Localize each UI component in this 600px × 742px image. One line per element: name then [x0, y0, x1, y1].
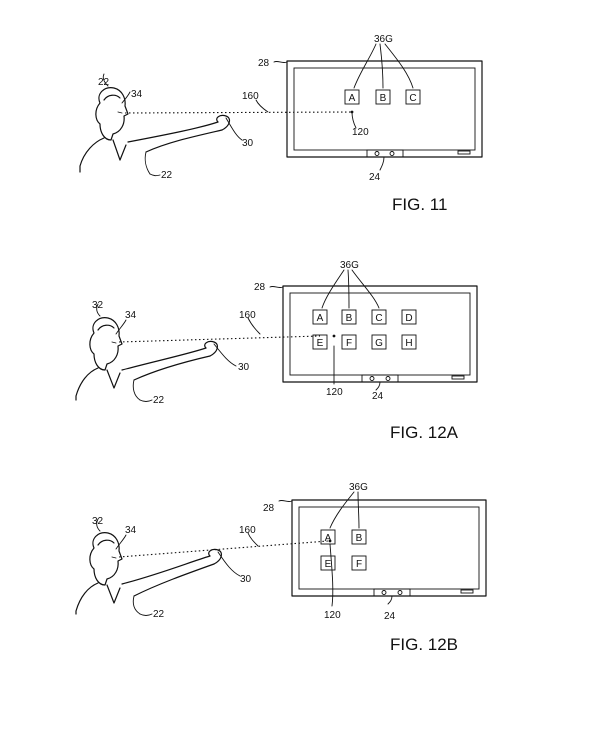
ref-point: 120: [324, 610, 341, 621]
ref-person: 22: [98, 77, 110, 88]
object-key: G: [371, 334, 387, 350]
person-figure: [75, 317, 219, 401]
ref-person: 32: [92, 516, 104, 527]
key-label: F: [356, 559, 362, 570]
key-label: D: [405, 313, 412, 324]
key-label: A: [325, 533, 332, 544]
selectable-objects: A B C: [344, 89, 421, 105]
object-key: A: [312, 309, 328, 325]
key-label: C: [375, 313, 382, 324]
ref-group: 36G: [349, 482, 368, 493]
display-screen: [291, 499, 487, 597]
ref-hand: 30: [238, 362, 250, 373]
key-label: F: [346, 338, 352, 349]
key-label: E: [317, 338, 324, 349]
figure-12a: A B C D E F G H 32 34 160 30 22 28: [75, 260, 478, 442]
key-label: A: [317, 313, 324, 324]
object-key: A: [344, 89, 360, 105]
display-screen: [286, 60, 483, 158]
ref-eye: 34: [125, 310, 137, 321]
object-key: C: [371, 309, 387, 325]
ref-arm: 22: [161, 170, 173, 181]
ref-group: 36G: [374, 34, 393, 45]
leader-lines: [96, 269, 381, 402]
ref-group: 36G: [340, 260, 359, 271]
ref-hand: 30: [242, 138, 254, 149]
sight-line: [118, 540, 329, 558]
ref-arm: 22: [153, 609, 165, 620]
ref-sight-line: 160: [242, 91, 259, 102]
figure-caption: FIG. 11: [392, 195, 447, 214]
object-key: D: [401, 309, 417, 325]
ref-point: 120: [352, 127, 369, 138]
object-key: C: [405, 89, 421, 105]
person-figure: [75, 532, 223, 615]
key-label: H: [405, 338, 412, 349]
sight-line: [118, 335, 321, 343]
key-label: C: [409, 93, 416, 104]
selectable-objects: A B E F: [320, 529, 367, 571]
ref-eye: 34: [125, 525, 137, 536]
object-key: F: [351, 555, 367, 571]
figure-12b: A B E F 32 34 160 30 22 28 36G 120 24 FI…: [75, 482, 487, 654]
ref-point: 120: [326, 387, 343, 398]
person-figure: [79, 87, 231, 175]
object-key: B: [375, 89, 391, 105]
leader-lines: [96, 491, 393, 616]
key-label: G: [375, 338, 383, 349]
ref-screen: 28: [254, 282, 266, 293]
key-label: B: [346, 313, 353, 324]
key-label: B: [356, 533, 363, 544]
figure-caption: FIG. 12A: [390, 423, 459, 442]
ref-sight-line: 160: [239, 310, 256, 321]
ref-sight-line: 160: [239, 525, 256, 536]
figure-11: A B C 22 34: [79, 34, 483, 214]
object-key: F: [341, 334, 357, 350]
object-key: H: [401, 334, 417, 350]
object-key: E: [312, 334, 328, 350]
ref-sensor: 24: [372, 391, 384, 402]
key-label: B: [380, 93, 387, 104]
ref-screen: 28: [263, 503, 275, 514]
key-label: A: [349, 93, 356, 104]
ref-arm: 22: [153, 395, 165, 406]
ref-screen: 28: [258, 58, 270, 69]
ref-person: 32: [92, 300, 104, 311]
object-key: A: [320, 529, 336, 545]
ref-sensor: 24: [384, 611, 396, 622]
key-label: E: [325, 559, 332, 570]
object-key: B: [341, 309, 357, 325]
object-key: E: [320, 555, 336, 571]
selectable-objects: A B C D E F G H: [312, 309, 417, 350]
figure-caption: FIG. 12B: [390, 635, 458, 654]
ref-eye: 34: [131, 89, 143, 100]
object-key: B: [351, 529, 367, 545]
sight-line: [124, 111, 353, 114]
display-screen: [282, 285, 478, 383]
ref-hand: 30: [240, 574, 252, 585]
ref-sensor: 24: [369, 172, 381, 183]
leader-lines: [102, 43, 414, 177]
